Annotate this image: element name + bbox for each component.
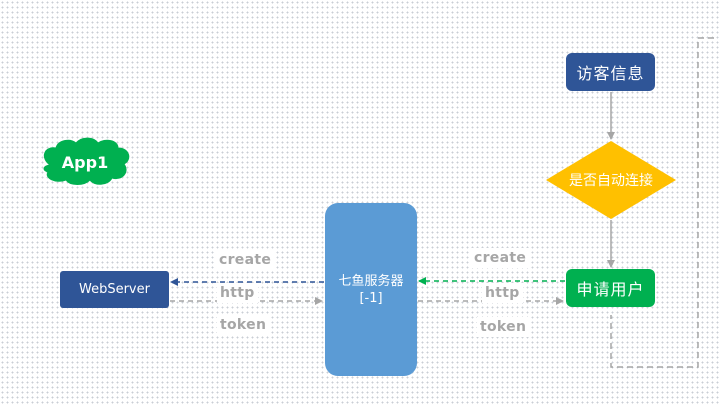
left-token-label: token bbox=[217, 315, 270, 335]
left-create-label: create bbox=[216, 250, 275, 270]
decision-label: 是否自动连接 bbox=[569, 173, 653, 189]
dashed-boundary-line bbox=[610, 37, 714, 368]
app-label: App1 bbox=[61, 152, 109, 172]
apply-user-label: 申请用户 bbox=[576, 280, 645, 299]
right-create-label: create bbox=[471, 248, 530, 268]
webserver-node: WebServer bbox=[60, 271, 169, 308]
apply-user-node: 申请用户 bbox=[566, 269, 655, 307]
visitor-info-node: 访客信息 bbox=[566, 53, 655, 91]
webserver-label: WebServer bbox=[79, 282, 150, 297]
left-http-label: http bbox=[217, 283, 258, 303]
visitor-info-label: 访客信息 bbox=[576, 64, 645, 83]
qiyu-server-node: 七鱼服务器 [-1] bbox=[325, 203, 417, 376]
qiyu-server-title: 七鱼服务器 bbox=[338, 273, 404, 289]
right-token-label: token bbox=[477, 317, 530, 337]
right-http-label: http bbox=[482, 283, 523, 303]
qiyu-server-subtitle: [-1] bbox=[359, 290, 383, 306]
app-cloud-shape bbox=[43, 137, 130, 185]
decision-diamond bbox=[546, 141, 676, 219]
